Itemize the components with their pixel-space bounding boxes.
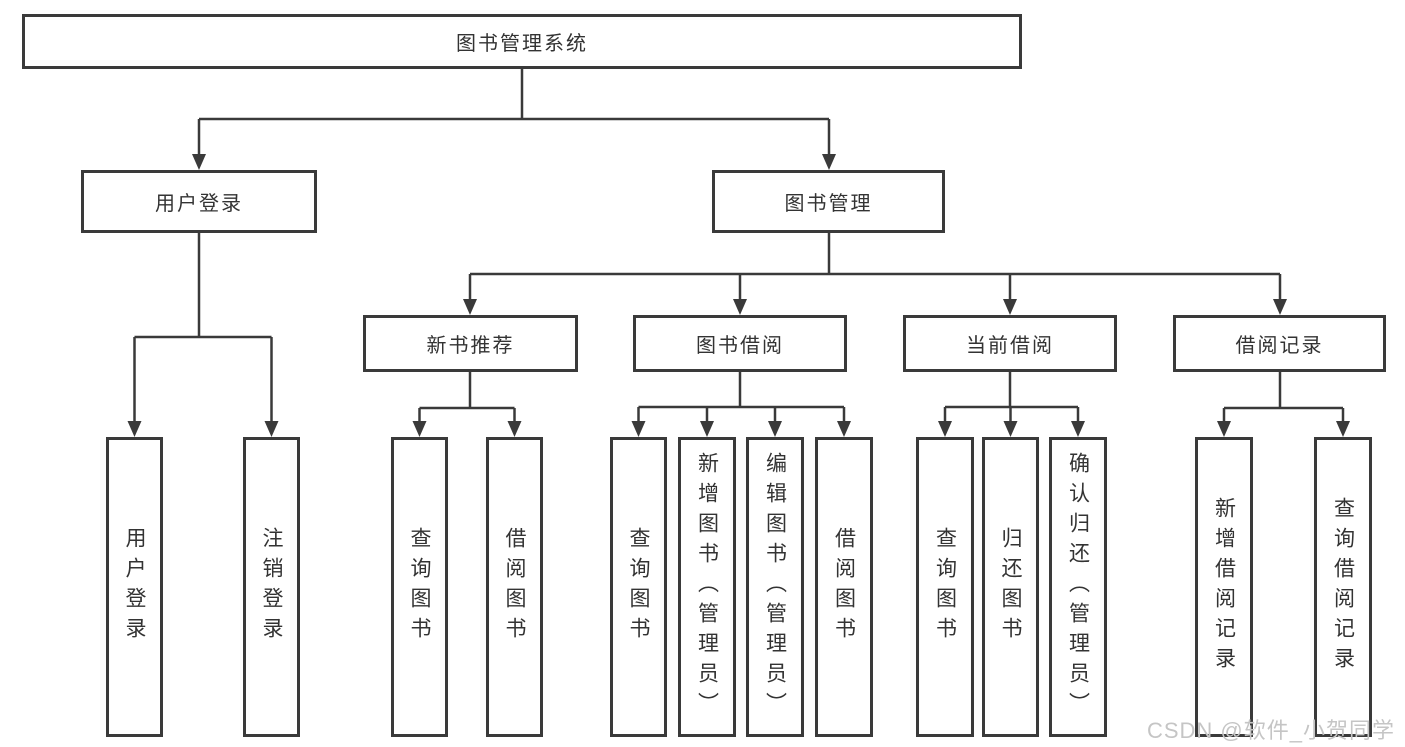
leaf-user-login-label: 用户登录 [123, 527, 146, 647]
leaf-current-query-books: 查询图书 [916, 437, 974, 737]
leaf-user-login: 用户登录 [106, 437, 163, 737]
leaf-newbook-query-books-label: 查询图书 [408, 527, 431, 647]
leaf-add-borrow-record-label: 新增借阅记录 [1212, 497, 1236, 677]
node-book-management-label: 图书管理 [784, 193, 873, 215]
leaf-edit-books-admin-label: 编辑图书（管理员） [763, 452, 787, 722]
leaf-logout: 注销登录 [243, 437, 300, 737]
leaf-add-borrow-record: 新增借阅记录 [1195, 437, 1253, 737]
leaf-confirm-return-admin-label: 确认归还（管理员） [1066, 452, 1090, 722]
node-new-book-recommend: 新书推荐 [363, 315, 578, 372]
leaf-edit-books-admin: 编辑图书（管理员） [746, 437, 804, 737]
leaf-add-books-admin-label: 新增图书（管理员） [695, 452, 719, 722]
node-current-borrow: 当前借阅 [903, 315, 1117, 372]
leaf-return-books: 归还图书 [982, 437, 1039, 737]
leaf-borrow-books-label: 借阅图书 [832, 527, 856, 647]
leaf-logout-label: 注销登录 [260, 527, 283, 647]
leaf-newbook-query-books: 查询图书 [391, 437, 448, 737]
leaf-newbook-borrow-books-label: 借阅图书 [503, 527, 526, 647]
leaf-return-books-label: 归还图书 [999, 527, 1022, 647]
node-book-borrow-label: 图书借阅 [696, 335, 784, 357]
leaf-add-books-admin: 新增图书（管理员） [678, 437, 736, 737]
node-login-group-label: 用户登录 [155, 193, 243, 215]
node-root: 图书管理系统 [22, 14, 1022, 69]
leaf-borrow-query-books-label: 查询图书 [627, 527, 650, 647]
arrowheads [127, 154, 1350, 437]
node-current-borrow-label: 当前借阅 [966, 335, 1054, 357]
leaf-newbook-borrow-books: 借阅图书 [486, 437, 543, 737]
node-new-book-recommend-label: 新书推荐 [426, 335, 515, 357]
node-book-management: 图书管理 [712, 170, 945, 233]
leaf-borrow-query-books: 查询图书 [610, 437, 667, 737]
leaf-query-borrow-record: 查询借阅记录 [1314, 437, 1372, 737]
leaf-confirm-return-admin: 确认归还（管理员） [1049, 437, 1107, 737]
node-root-label: 图书管理系统 [456, 33, 588, 55]
node-login-group: 用户登录 [81, 170, 317, 233]
node-borrow-records: 借阅记录 [1173, 315, 1386, 372]
leaf-current-query-books-label: 查询图书 [933, 527, 957, 647]
leaf-borrow-books: 借阅图书 [815, 437, 873, 737]
node-borrow-records-label: 借阅记录 [1235, 335, 1324, 357]
node-book-borrow: 图书借阅 [633, 315, 847, 372]
leaf-query-borrow-record-label: 查询借阅记录 [1331, 497, 1355, 677]
